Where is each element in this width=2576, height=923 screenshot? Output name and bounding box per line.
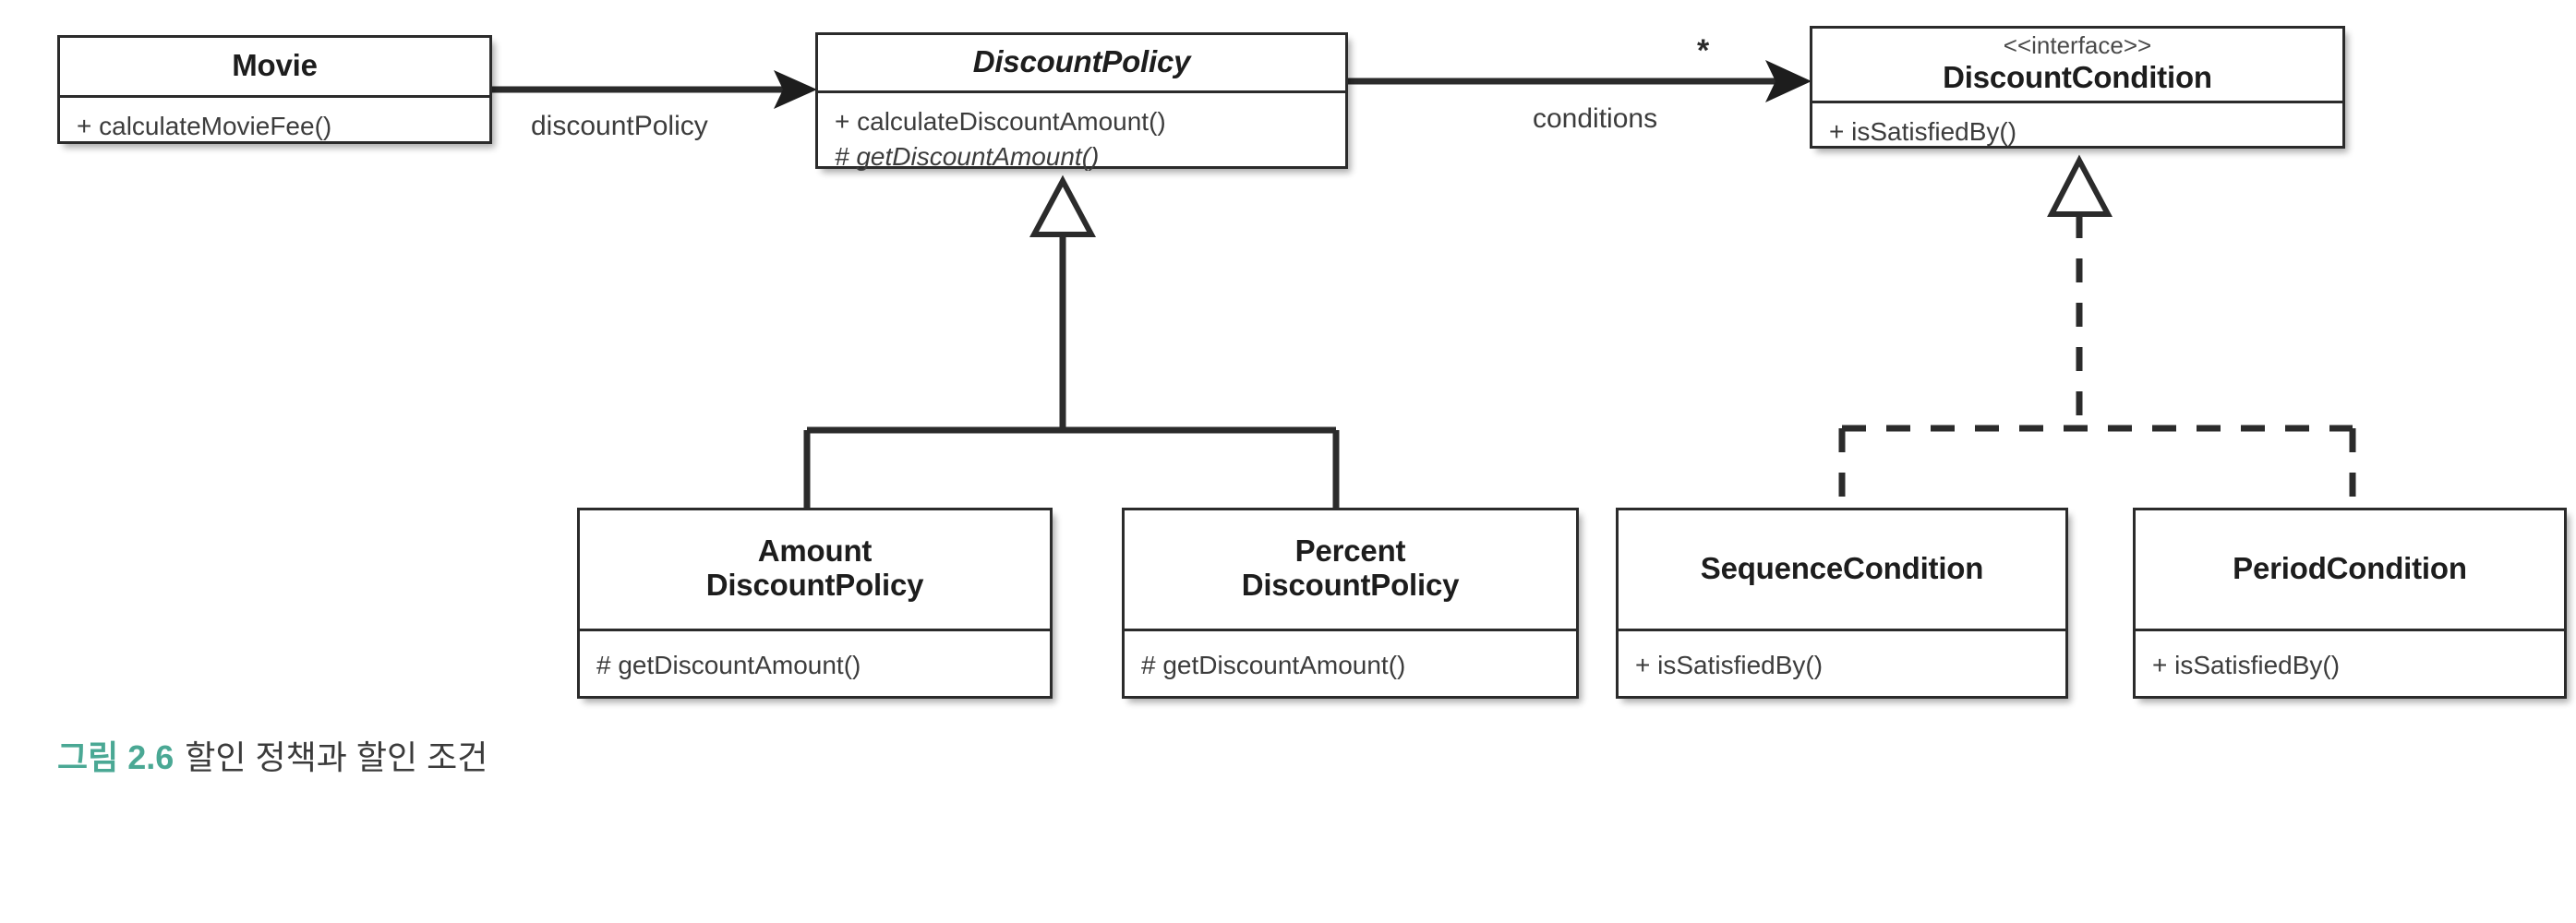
class-member: + isSatisfiedBy() xyxy=(1829,117,2017,146)
class-box-discountpolicy[interactable]: DiscountPolicy + calculateDiscountAmount… xyxy=(815,32,1348,171)
class-header-discountpolicy: DiscountPolicy xyxy=(818,35,1345,90)
class-name-percentdiscountpolicy: Percent DiscountPolicy xyxy=(1241,533,1460,602)
class-box-discountcondition[interactable]: <<interface>> DiscountCondition + isSati… xyxy=(1810,26,2345,149)
class-member: # getDiscountAmount() xyxy=(596,651,861,680)
class-members-periodcondition: + isSatisfiedBy() xyxy=(2136,631,2564,700)
class-name-discountpolicy: DiscountPolicy xyxy=(972,43,1191,78)
class-members-movie: + calculateMovieFee() xyxy=(60,98,489,155)
figure-caption: 그림 2.6 할인 정책과 할인 조건 xyxy=(57,737,488,780)
class-member: # getDiscountAmount() xyxy=(835,141,1100,171)
class-box-movie[interactable]: Movie + calculateMovieFee() xyxy=(57,35,492,144)
class-members-amountdiscountpolicy: # getDiscountAmount() xyxy=(580,631,1050,700)
compartment-divider xyxy=(818,90,1345,93)
class-name-discountcondition: DiscountCondition xyxy=(1943,60,2212,95)
class-members-discountcondition: + isSatisfiedBy() xyxy=(1812,103,2342,161)
class-header-movie: Movie xyxy=(60,38,489,95)
compartment-divider xyxy=(1812,101,2342,103)
class-name-movie: Movie xyxy=(232,47,318,82)
class-header-sequencecondition: SequenceCondition xyxy=(1619,510,2065,629)
class-box-amountdiscountpolicy[interactable]: Amount DiscountPolicy # getDiscountAmoun… xyxy=(577,508,1053,699)
association-discountpolicy-discountcondition xyxy=(1348,60,1812,102)
figure-caption-number: 그림 2.6 xyxy=(57,738,175,776)
compartment-divider xyxy=(60,95,489,98)
class-header-percentdiscountpolicy: Percent DiscountPolicy xyxy=(1125,510,1576,629)
class-members-percentdiscountpolicy: # getDiscountAmount() xyxy=(1125,631,1576,700)
class-member: + calculateDiscountAmount() xyxy=(835,107,1166,136)
class-box-sequencecondition[interactable]: SequenceCondition + isSatisfiedBy() xyxy=(1616,508,2068,699)
association-multiplicity-conditions: * xyxy=(1697,33,1710,68)
class-member: + isSatisfiedBy() xyxy=(2152,651,2341,680)
class-header-periodcondition: PeriodCondition xyxy=(2136,510,2564,629)
class-member: + calculateMovieFee() xyxy=(77,112,332,140)
figure-caption-text: 할인 정책과 할인 조건 xyxy=(185,738,488,776)
class-members-discountpolicy: + calculateDiscountAmount() # getDiscoun… xyxy=(818,93,1345,185)
association-label-discountpolicy: discountPolicy xyxy=(531,111,708,141)
class-name-periodcondition: PeriodCondition xyxy=(2233,550,2467,585)
association-label-conditions: conditions xyxy=(1533,103,1658,134)
class-member: + isSatisfiedBy() xyxy=(1635,651,1824,680)
compartment-divider xyxy=(1619,629,2065,631)
class-header-discountcondition: <<interface>> DiscountCondition xyxy=(1812,29,2342,101)
class-member: # getDiscountAmount() xyxy=(1141,651,1406,680)
compartment-divider xyxy=(1125,629,1576,631)
class-name-sequencecondition: SequenceCondition xyxy=(1700,550,1984,585)
generalization-tree-discountpolicy xyxy=(803,174,1340,509)
compartment-divider xyxy=(580,629,1050,631)
class-stereotype-discountcondition: <<interface>> xyxy=(2003,30,2152,59)
realization-tree-discountcondition xyxy=(1838,154,2356,509)
class-name-amountdiscountpolicy: Amount DiscountPolicy xyxy=(705,533,924,602)
class-box-periodcondition[interactable]: PeriodCondition + isSatisfiedBy() xyxy=(2133,508,2567,699)
class-header-amountdiscountpolicy: Amount DiscountPolicy xyxy=(580,510,1050,629)
compartment-divider xyxy=(2136,629,2564,631)
class-box-percentdiscountpolicy[interactable]: Percent DiscountPolicy # getDiscountAmou… xyxy=(1122,508,1579,699)
class-members-sequencecondition: + isSatisfiedBy() xyxy=(1619,631,2065,700)
association-movie-discountpolicy xyxy=(492,70,817,109)
